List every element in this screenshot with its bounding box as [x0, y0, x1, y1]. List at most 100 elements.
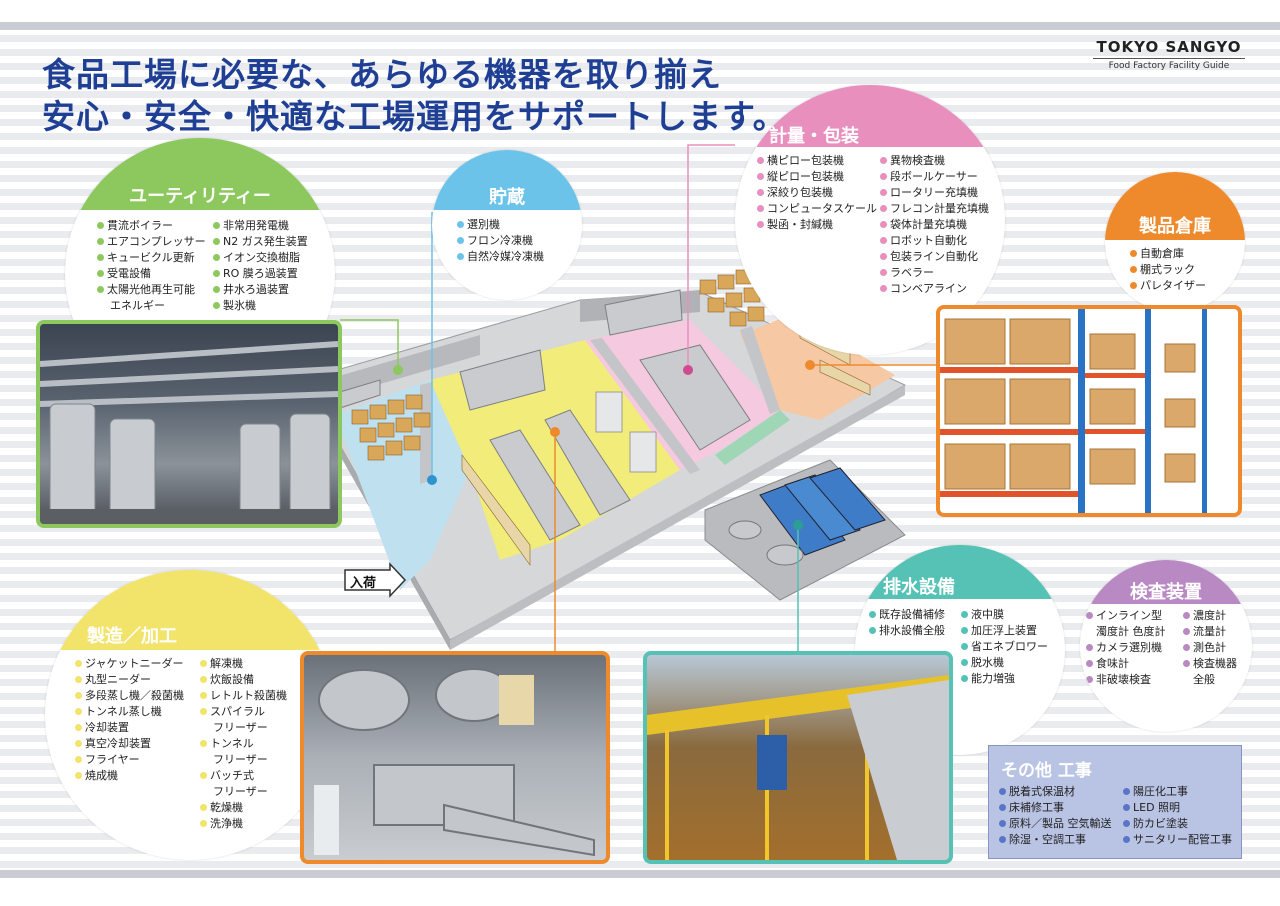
list-item: 焼成機 [75, 768, 184, 784]
brand-subtitle: Food Factory Facility Guide [1108, 61, 1230, 71]
list-item: 横ピロー包装機 [757, 153, 877, 169]
headline-line2: 安心・安全・快適な工場運用をサポートします。 [42, 97, 787, 136]
manufacturing-panel: 製造／加工 ジャケットニーダー 丸型ニーダー 多段蒸し機／殺菌機 トンネル蒸し機… [45, 570, 335, 860]
warehouse-list: 自動倉庫 棚式ラック パレタイザー [1130, 246, 1206, 294]
list-item: 床補修工事 [999, 800, 1112, 816]
manufacturing-list-2: 解凍機 炊飯設備 レトルト殺菌機 スパイラル フリーザー トンネル フリーザー … [200, 656, 287, 832]
marker-utility [393, 365, 403, 375]
list-item: 加圧浮上装置 [961, 623, 1048, 639]
list-item: フリーザー [213, 721, 268, 734]
weighing-list-1: 横ピロー包装機 縦ピロー包装機 深絞り包装機 コンピュータスケール 製函・封緘機 [757, 153, 877, 233]
wall-divider-3 [740, 326, 780, 414]
list-item: 深絞り包装機 [757, 185, 877, 201]
list-item: 洗浄機 [200, 816, 287, 832]
utility-header [65, 138, 335, 210]
list-item: エアコンプレッサー [97, 234, 206, 250]
list-item: 防カビ塗装 [1123, 816, 1232, 832]
list-item: 原料／製品 空気輸送 [999, 816, 1112, 832]
marker-storage [427, 475, 437, 485]
list-item: スパイラル [200, 704, 287, 720]
list-item: フロン冷凍機 [457, 233, 544, 249]
connector-weighing [687, 144, 735, 370]
inspection-header [1080, 560, 1252, 604]
list-item: エネルギー [110, 299, 165, 312]
list-item: 検査機器 [1183, 656, 1237, 672]
list-item: N2 ガス発生装置 [213, 234, 308, 250]
list-item: サニタリー配管工事 [1123, 832, 1232, 848]
list-item: カメラ選別機 [1086, 640, 1166, 656]
wall-divider-1 [420, 382, 432, 484]
list-item: 真空冷却装置 [75, 736, 184, 752]
drainage-tank-2 [784, 474, 861, 541]
list-item: 冷却装置 [75, 720, 184, 736]
inspection-list-2: 濃度計 流量計 測色計 検査機器 全般 [1183, 608, 1237, 688]
manufacturing-header [45, 570, 335, 650]
list-item: LED 照明 [1123, 800, 1232, 816]
list-item: 脱着式保温材 [999, 784, 1112, 800]
boiler-room-illustration [40, 341, 338, 524]
list-item: バッチ式 [200, 768, 287, 784]
list-item: ジャケットニーダー [75, 656, 184, 672]
list-item: 測色計 [1183, 640, 1237, 656]
warehouse-rack-illustration [940, 309, 1207, 513]
list-item: 井水ろ過装置 [213, 282, 308, 298]
list-item: インライン型 [1086, 608, 1166, 624]
list-item: 自然冷媒冷凍機 [457, 249, 544, 265]
headline-line1: 食品工場に必要な、あらゆる機器を取り揃え [42, 55, 722, 94]
drainage-header [855, 545, 1065, 599]
utility-list-1: 貫流ボイラー エアコンプレッサー キュービクル更新 受電設備 太陽光他再生可能 … [97, 218, 206, 314]
boiler-room-photo [36, 320, 342, 528]
storage-panel: 貯蔵 選別機 フロン冷凍機 自然冷媒冷凍機 [432, 150, 582, 300]
marker-warehouse [805, 360, 815, 370]
bottom-margin [0, 878, 1280, 906]
marker-drainage [793, 520, 803, 530]
list-item: 液中膜 [961, 607, 1048, 623]
top-rule [0, 22, 1280, 30]
weighing-panel: 計量・包装 横ピロー包装機 縦ピロー包装機 深絞り包装機 コンピュータスケール … [735, 85, 1005, 355]
top-margin [0, 0, 1280, 22]
utility-list-2: 非常用発電機 N2 ガス発生装置 イオン交換樹脂 RO 膜ろ過装置 井水ろ過装置… [213, 218, 308, 314]
list-item: 縦ピロー包装機 [757, 169, 877, 185]
warehouse-panel: 製品倉庫 自動倉庫 棚式ラック パレタイザー [1105, 172, 1245, 312]
list-item: 省エネブロワー [961, 639, 1048, 655]
list-item: 受電設備 [97, 266, 206, 282]
racks [595, 391, 657, 473]
drainage-tank-3 [809, 467, 886, 531]
misc-list-1: 脱着式保温材 床補修工事 原料／製品 空気輸送 除湿・空調工事 [999, 784, 1112, 848]
list-item: パレタイザー [1130, 278, 1206, 294]
drainage-cylinder-2 [766, 544, 804, 566]
misc-title: その他 工事 [1001, 761, 1092, 781]
list-item: コンピュータスケール [757, 201, 877, 217]
misc-works-panel: その他 工事 脱着式保温材 床補修工事 原料／製品 空気輸送 除湿・空調工事 陽… [988, 745, 1242, 859]
drainage-cylinder-1 [728, 520, 762, 540]
list-item: 非破壊検査 [1086, 672, 1166, 688]
list-item: 濃度計 [1183, 608, 1237, 624]
zone-warehouse-floor [740, 315, 895, 420]
list-item: 包装ライン自動化 [880, 249, 989, 265]
brand-name: TOKYO SANGYO [1096, 38, 1242, 56]
list-item: ロボット自動化 [880, 233, 989, 249]
manufacturing-title: 製造／加工 [87, 626, 177, 647]
list-item: 選別機 [457, 217, 544, 233]
list-item: 流量計 [1183, 624, 1237, 640]
list-item: コンベアライン [880, 281, 989, 297]
list-item: 排水設備全般 [869, 623, 945, 639]
list-item: フリーザー [213, 753, 268, 766]
list-item: 能力増強 [961, 671, 1048, 687]
list-item: 濁度計 色度計 [1096, 625, 1166, 638]
processing-machines [339, 289, 751, 541]
drainage-facility-illustration [647, 675, 949, 860]
list-item: 段ボールケーサー [880, 169, 989, 185]
list-item: RO 膜ろ過装置 [213, 266, 308, 282]
list-item: 袋体計量充填機 [880, 217, 989, 233]
drainage-list-1: 既存設備補修 排水設備全般 [869, 607, 945, 639]
list-item: ロータリー充填機 [880, 185, 989, 201]
list-item: 解凍機 [200, 656, 287, 672]
list-item: キュービクル更新 [97, 250, 206, 266]
storage-title: 貯蔵 [489, 187, 525, 208]
list-item: イオン交換樹脂 [213, 250, 308, 266]
connector-utility [340, 319, 399, 370]
wall-divider-2 [590, 338, 700, 474]
storage-list: 選別機 フロン冷凍機 自然冷媒冷凍機 [457, 217, 544, 265]
list-item: トンネル [200, 736, 287, 752]
